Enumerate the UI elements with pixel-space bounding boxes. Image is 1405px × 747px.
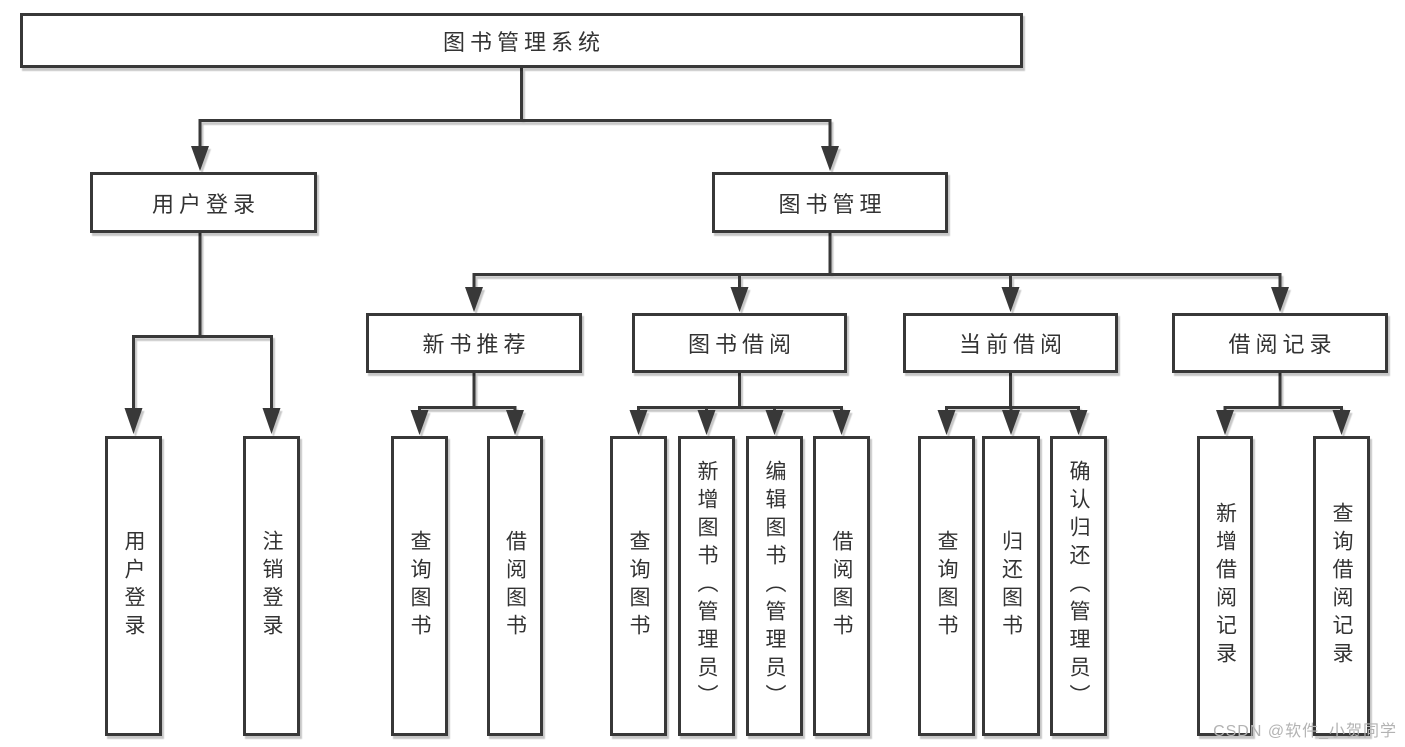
leaf-add-books-admin: 新增图书（管理员） xyxy=(678,436,735,736)
leaf-query-books-current-label: 查询图书 xyxy=(935,530,958,642)
leaf-query-borrow-record: 查询借阅记录 xyxy=(1313,436,1370,736)
leaf-borrow-books: 借阅图书 xyxy=(813,436,870,736)
leaf-add-borrow-record: 新增借阅记录 xyxy=(1197,436,1253,736)
node-borrow-records-label: 借阅记录 xyxy=(1228,332,1337,357)
connector-book-management-children xyxy=(465,233,1289,312)
node-current-borrow-label: 当前借阅 xyxy=(958,332,1067,357)
node-current-borrow: 当前借阅 xyxy=(903,313,1118,373)
leaf-edit-books-admin-label: 编辑图书（管理员） xyxy=(763,460,786,712)
node-book-borrow: 图书借阅 xyxy=(632,313,847,373)
node-book-management: 图书管理 xyxy=(712,172,948,233)
leaf-confirm-return-admin: 确认归还（管理员） xyxy=(1050,436,1107,736)
leaf-borrow-books-label: 借阅图书 xyxy=(830,530,853,642)
connector-borrow-records-children xyxy=(1216,373,1351,435)
node-book-borrow-label: 图书借阅 xyxy=(687,332,796,357)
node-user-login: 用户登录 xyxy=(90,172,317,233)
leaf-query-books-current: 查询图书 xyxy=(918,436,975,736)
node-new-book-recommend-label: 新书推荐 xyxy=(422,332,531,357)
node-root: 图书管理系统 xyxy=(20,13,1023,68)
leaf-return-books: 归还图书 xyxy=(982,436,1040,736)
connector-current-borrow-children xyxy=(937,373,1088,435)
leaf-logout-label: 注销登录 xyxy=(260,530,283,642)
connector-book-borrow-children xyxy=(629,373,851,435)
leaf-borrow-books-recommend-label: 借阅图书 xyxy=(503,530,527,642)
leaf-query-books-borrow: 查询图书 xyxy=(610,436,667,736)
node-user-login-label: 用户登录 xyxy=(151,191,260,217)
leaf-add-books-admin-label: 新增图书（管理员） xyxy=(695,460,718,712)
leaf-logout: 注销登录 xyxy=(243,436,300,736)
leaf-user-login-label: 用户登录 xyxy=(122,530,145,642)
leaf-edit-books-admin: 编辑图书（管理员） xyxy=(746,436,803,736)
node-root-label: 图书管理系统 xyxy=(442,29,605,55)
connector-root-to-level1 xyxy=(191,68,839,171)
leaf-add-borrow-record-label: 新增借阅记录 xyxy=(1213,502,1237,670)
leaf-borrow-books-recommend: 借阅图书 xyxy=(487,436,543,736)
leaf-query-books-recommend-label: 查询图书 xyxy=(408,530,431,642)
node-new-book-recommend: 新书推荐 xyxy=(366,313,582,373)
watermark: CSDN @软件_小贺同学 xyxy=(1213,723,1397,740)
node-borrow-records: 借阅记录 xyxy=(1172,313,1388,373)
leaf-query-borrow-record-label: 查询借阅记录 xyxy=(1330,502,1353,670)
leaf-user-login: 用户登录 xyxy=(105,436,162,736)
node-book-management-label: 图书管理 xyxy=(778,191,887,217)
leaf-return-books-label: 归还图书 xyxy=(999,530,1023,642)
leaf-confirm-return-admin-label: 确认归还（管理员） xyxy=(1067,460,1090,712)
leaf-query-books-recommend: 查询图书 xyxy=(391,436,448,736)
connector-new-book-children xyxy=(410,373,524,435)
connector-user-login-children xyxy=(124,233,281,434)
leaf-query-books-borrow-label: 查询图书 xyxy=(627,530,650,642)
